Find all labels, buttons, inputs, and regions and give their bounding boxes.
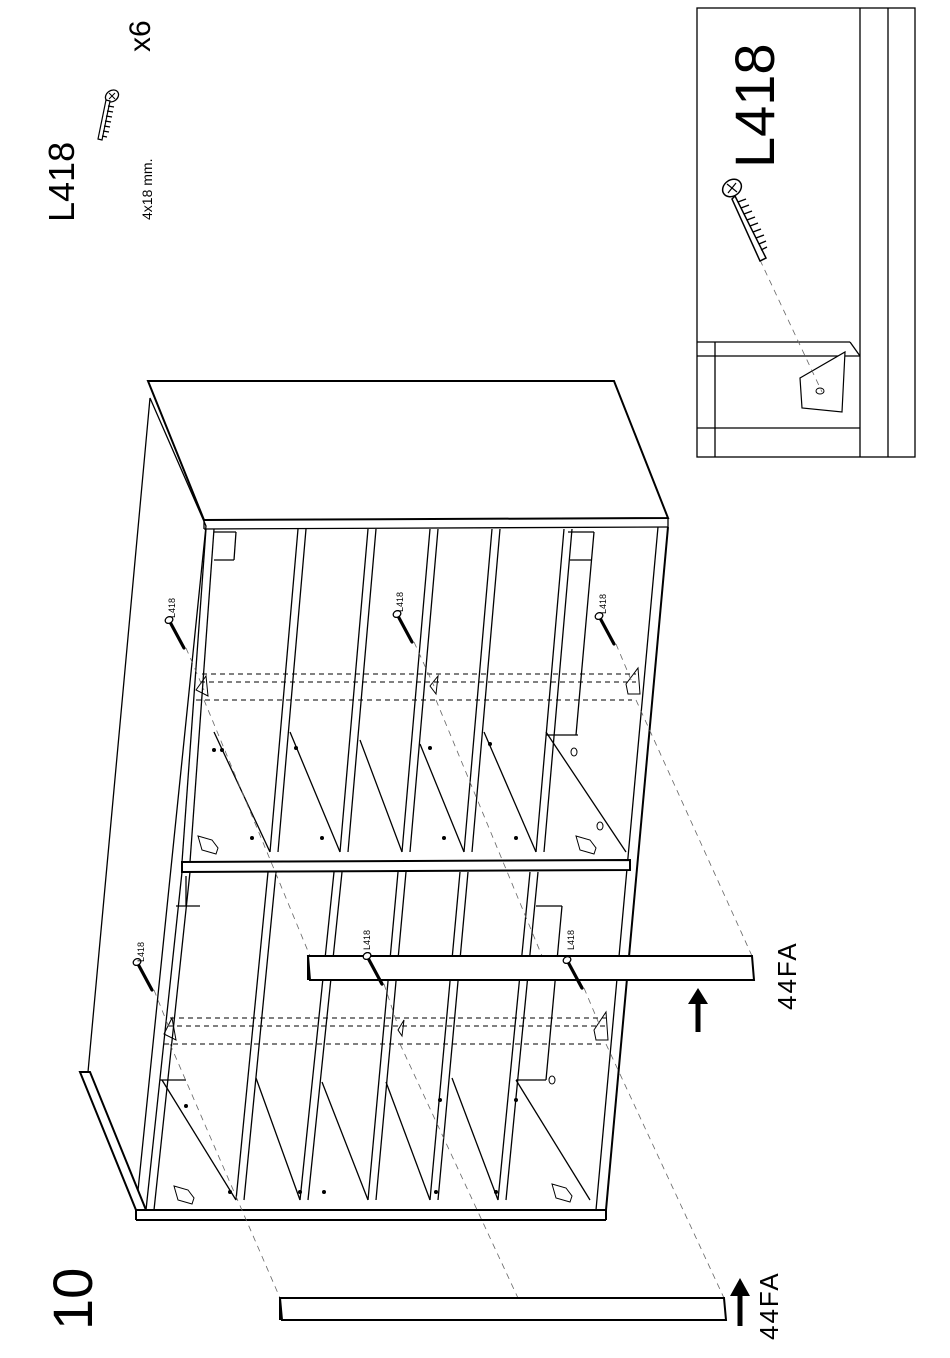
screw-1: L418 [164, 598, 184, 648]
callout-code: L418 [723, 43, 786, 168]
svg-text:L418: L418 [362, 930, 372, 950]
callout-screw-icon [719, 176, 767, 261]
screw-3: L418 [594, 594, 614, 644]
step-number: 10 [41, 1268, 104, 1330]
cabinet [80, 381, 668, 1220]
hardware-legend: L418 4x18 mm. x6 [41, 20, 157, 222]
part-code-lower: 44FA [754, 1271, 784, 1340]
screw-2: L418 [392, 592, 412, 642]
hardware-quantity: x6 [124, 20, 157, 52]
svg-text:L418: L418 [167, 598, 177, 618]
arrow-icon [730, 1278, 750, 1326]
svg-text:L418: L418 [395, 592, 405, 612]
hardware-size: 4x18 mm. [139, 159, 155, 220]
screw-4: L418 [132, 942, 152, 990]
rail-part-lower: 44FA [280, 1271, 784, 1340]
svg-text:L418: L418 [566, 930, 576, 950]
arrow-icon [688, 988, 708, 1032]
hardware-code: L418 [41, 142, 82, 222]
part-code-upper: 44FA [772, 941, 802, 1010]
detail-callout: L418 [697, 8, 915, 457]
screw-icon [98, 87, 121, 140]
svg-text:L418: L418 [136, 942, 146, 962]
svg-text:L418: L418 [598, 594, 608, 614]
